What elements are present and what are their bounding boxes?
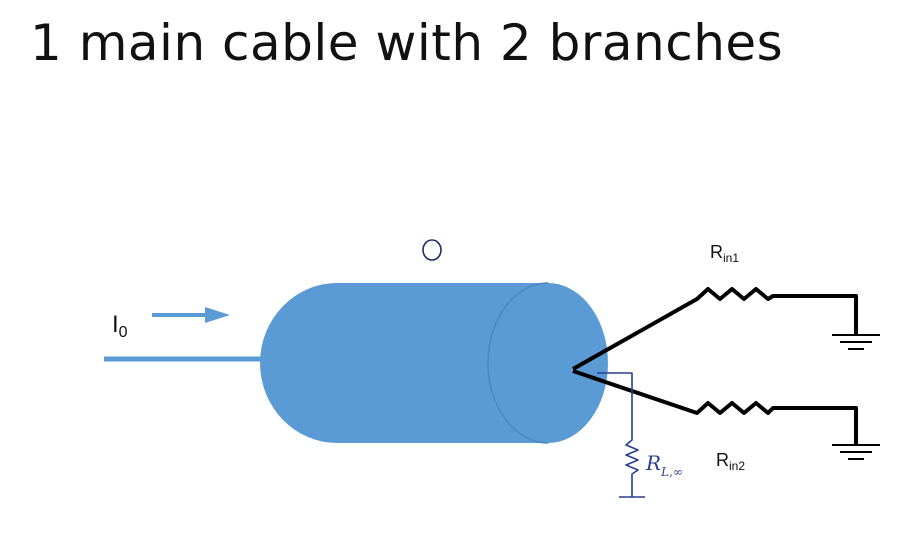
branch1-resistor-label: Rin1 — [710, 242, 739, 265]
input-current-label: I0 — [112, 311, 128, 341]
branch2-wire — [572, 369, 858, 445]
branch1-wire — [572, 287, 858, 371]
leak-resistor-wire — [597, 372, 639, 497]
cable-body — [260, 283, 608, 443]
slide-title: 1 main cable with 2 branches — [30, 14, 784, 72]
cable-end-cap — [487, 282, 549, 444]
ground-icon-1 — [832, 334, 880, 350]
ground-icon-2 — [832, 444, 880, 460]
leak-resistor-label: RL,∞ — [645, 451, 683, 479]
branch2-resistor-label: Rin2 — [716, 450, 745, 473]
current-arrowhead — [205, 307, 230, 323]
node-marker — [422, 239, 442, 261]
